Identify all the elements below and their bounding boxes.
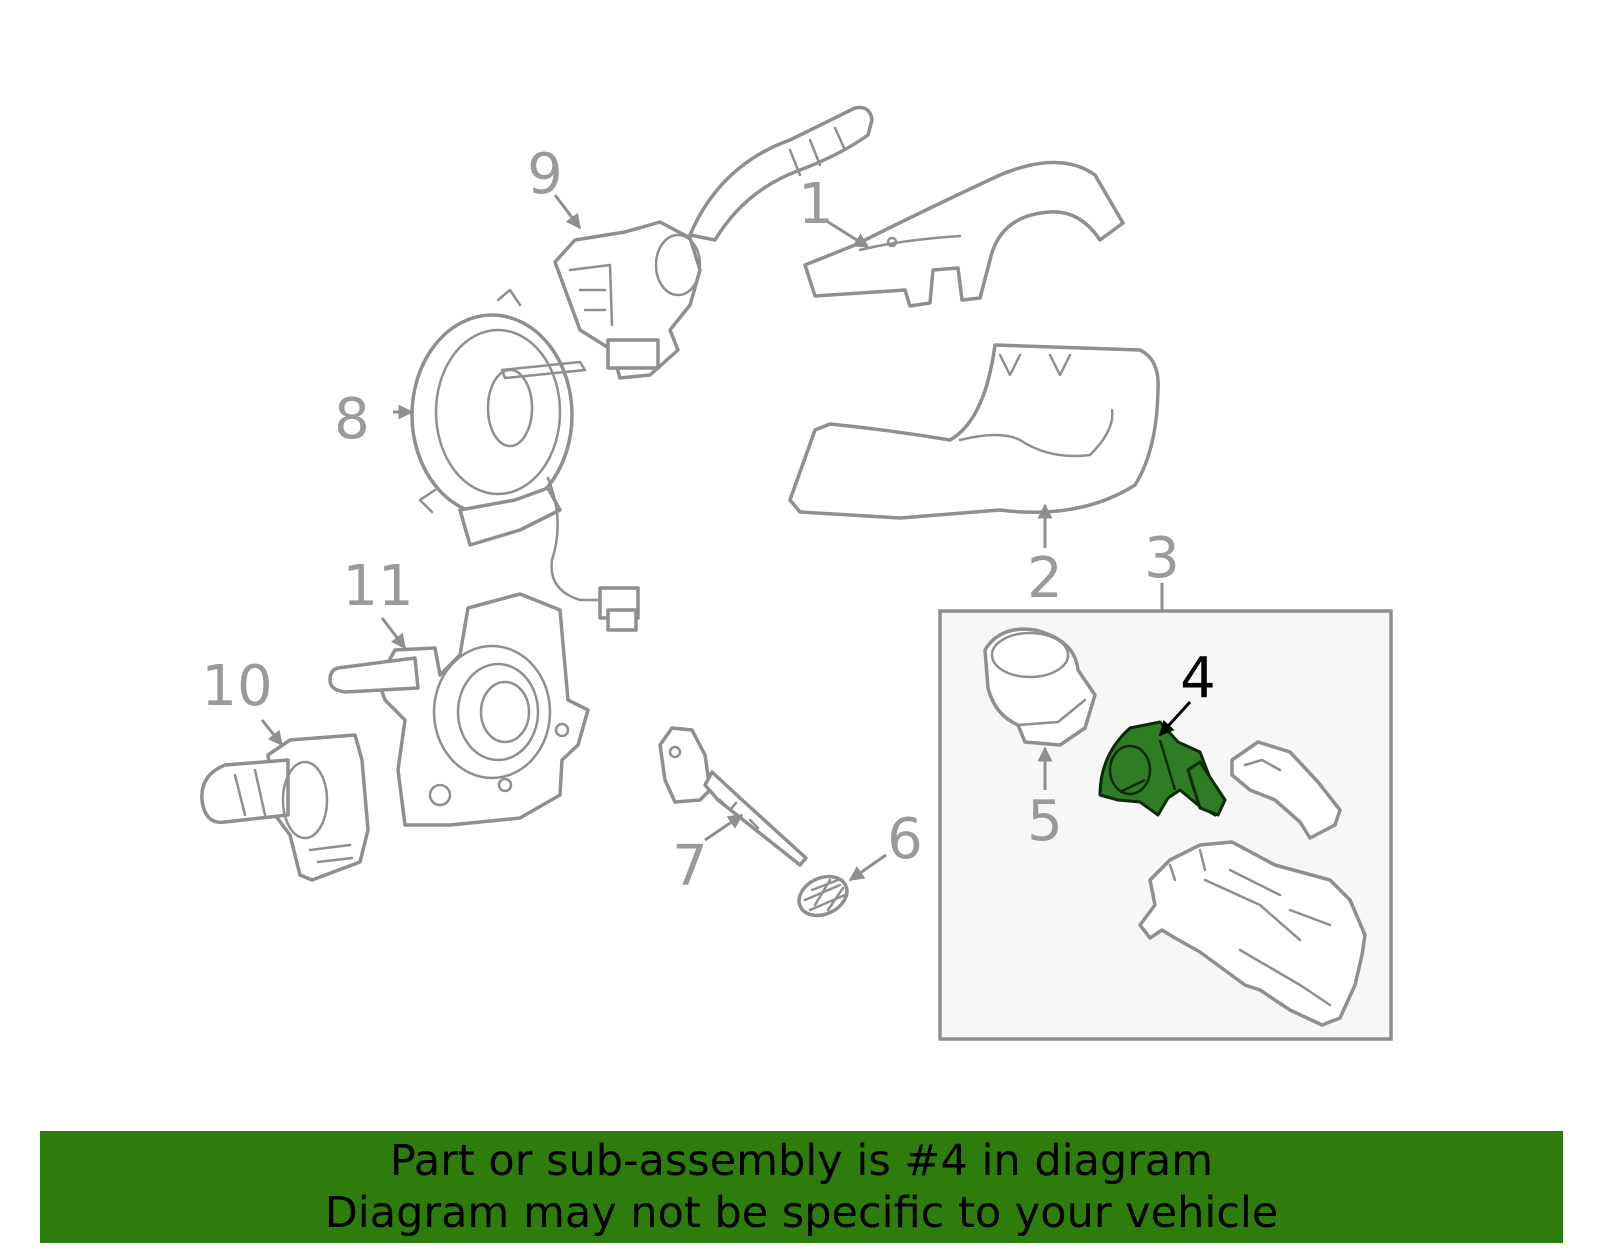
part-2-lower-column-cover <box>788 343 1160 520</box>
part-11-steering-angle-sensor <box>328 592 590 827</box>
callout-10-arrow <box>260 719 284 747</box>
part-1-upper-column-cover <box>803 160 1125 308</box>
callout-9-arrow <box>553 194 582 230</box>
part-5-lock-housing <box>983 627 1097 747</box>
callout-6-arrow <box>848 853 887 882</box>
part-10-wiper-switch <box>200 733 370 882</box>
part-8-clock-spring <box>410 288 640 632</box>
callout-4-arrow <box>1158 700 1192 737</box>
callout-11: 11 <box>342 554 413 619</box>
callout-10: 10 <box>201 654 272 719</box>
callout-5: 5 <box>1027 789 1063 854</box>
part-7-key <box>658 726 808 867</box>
part-3-lock-module <box>1138 840 1367 1027</box>
callout-3: 3 <box>1144 526 1180 591</box>
callout-8: 8 <box>334 387 370 452</box>
banner-line-1: Part or sub-assembly is #4 in diagram <box>389 1136 1214 1186</box>
part-6-cap <box>797 874 849 918</box>
part-3-switch-cover <box>1230 740 1342 840</box>
banner-line-2: Diagram may not be specific to your vehi… <box>324 1188 1279 1238</box>
callout-11-arrow <box>380 617 407 650</box>
callout-7-arrow <box>704 813 744 842</box>
callout-7: 7 <box>672 834 708 899</box>
callout-6: 6 <box>887 807 923 872</box>
callout-4: 4 <box>1180 646 1216 711</box>
callout-2: 2 <box>1027 546 1063 611</box>
part-9-multifunction-switch <box>553 105 874 380</box>
info-banner: Part or sub-assembly is #4 in diagram Di… <box>40 1131 1563 1243</box>
callout-9: 9 <box>527 142 563 207</box>
callout-1-arrow <box>827 220 870 249</box>
callout-1: 1 <box>798 172 834 237</box>
